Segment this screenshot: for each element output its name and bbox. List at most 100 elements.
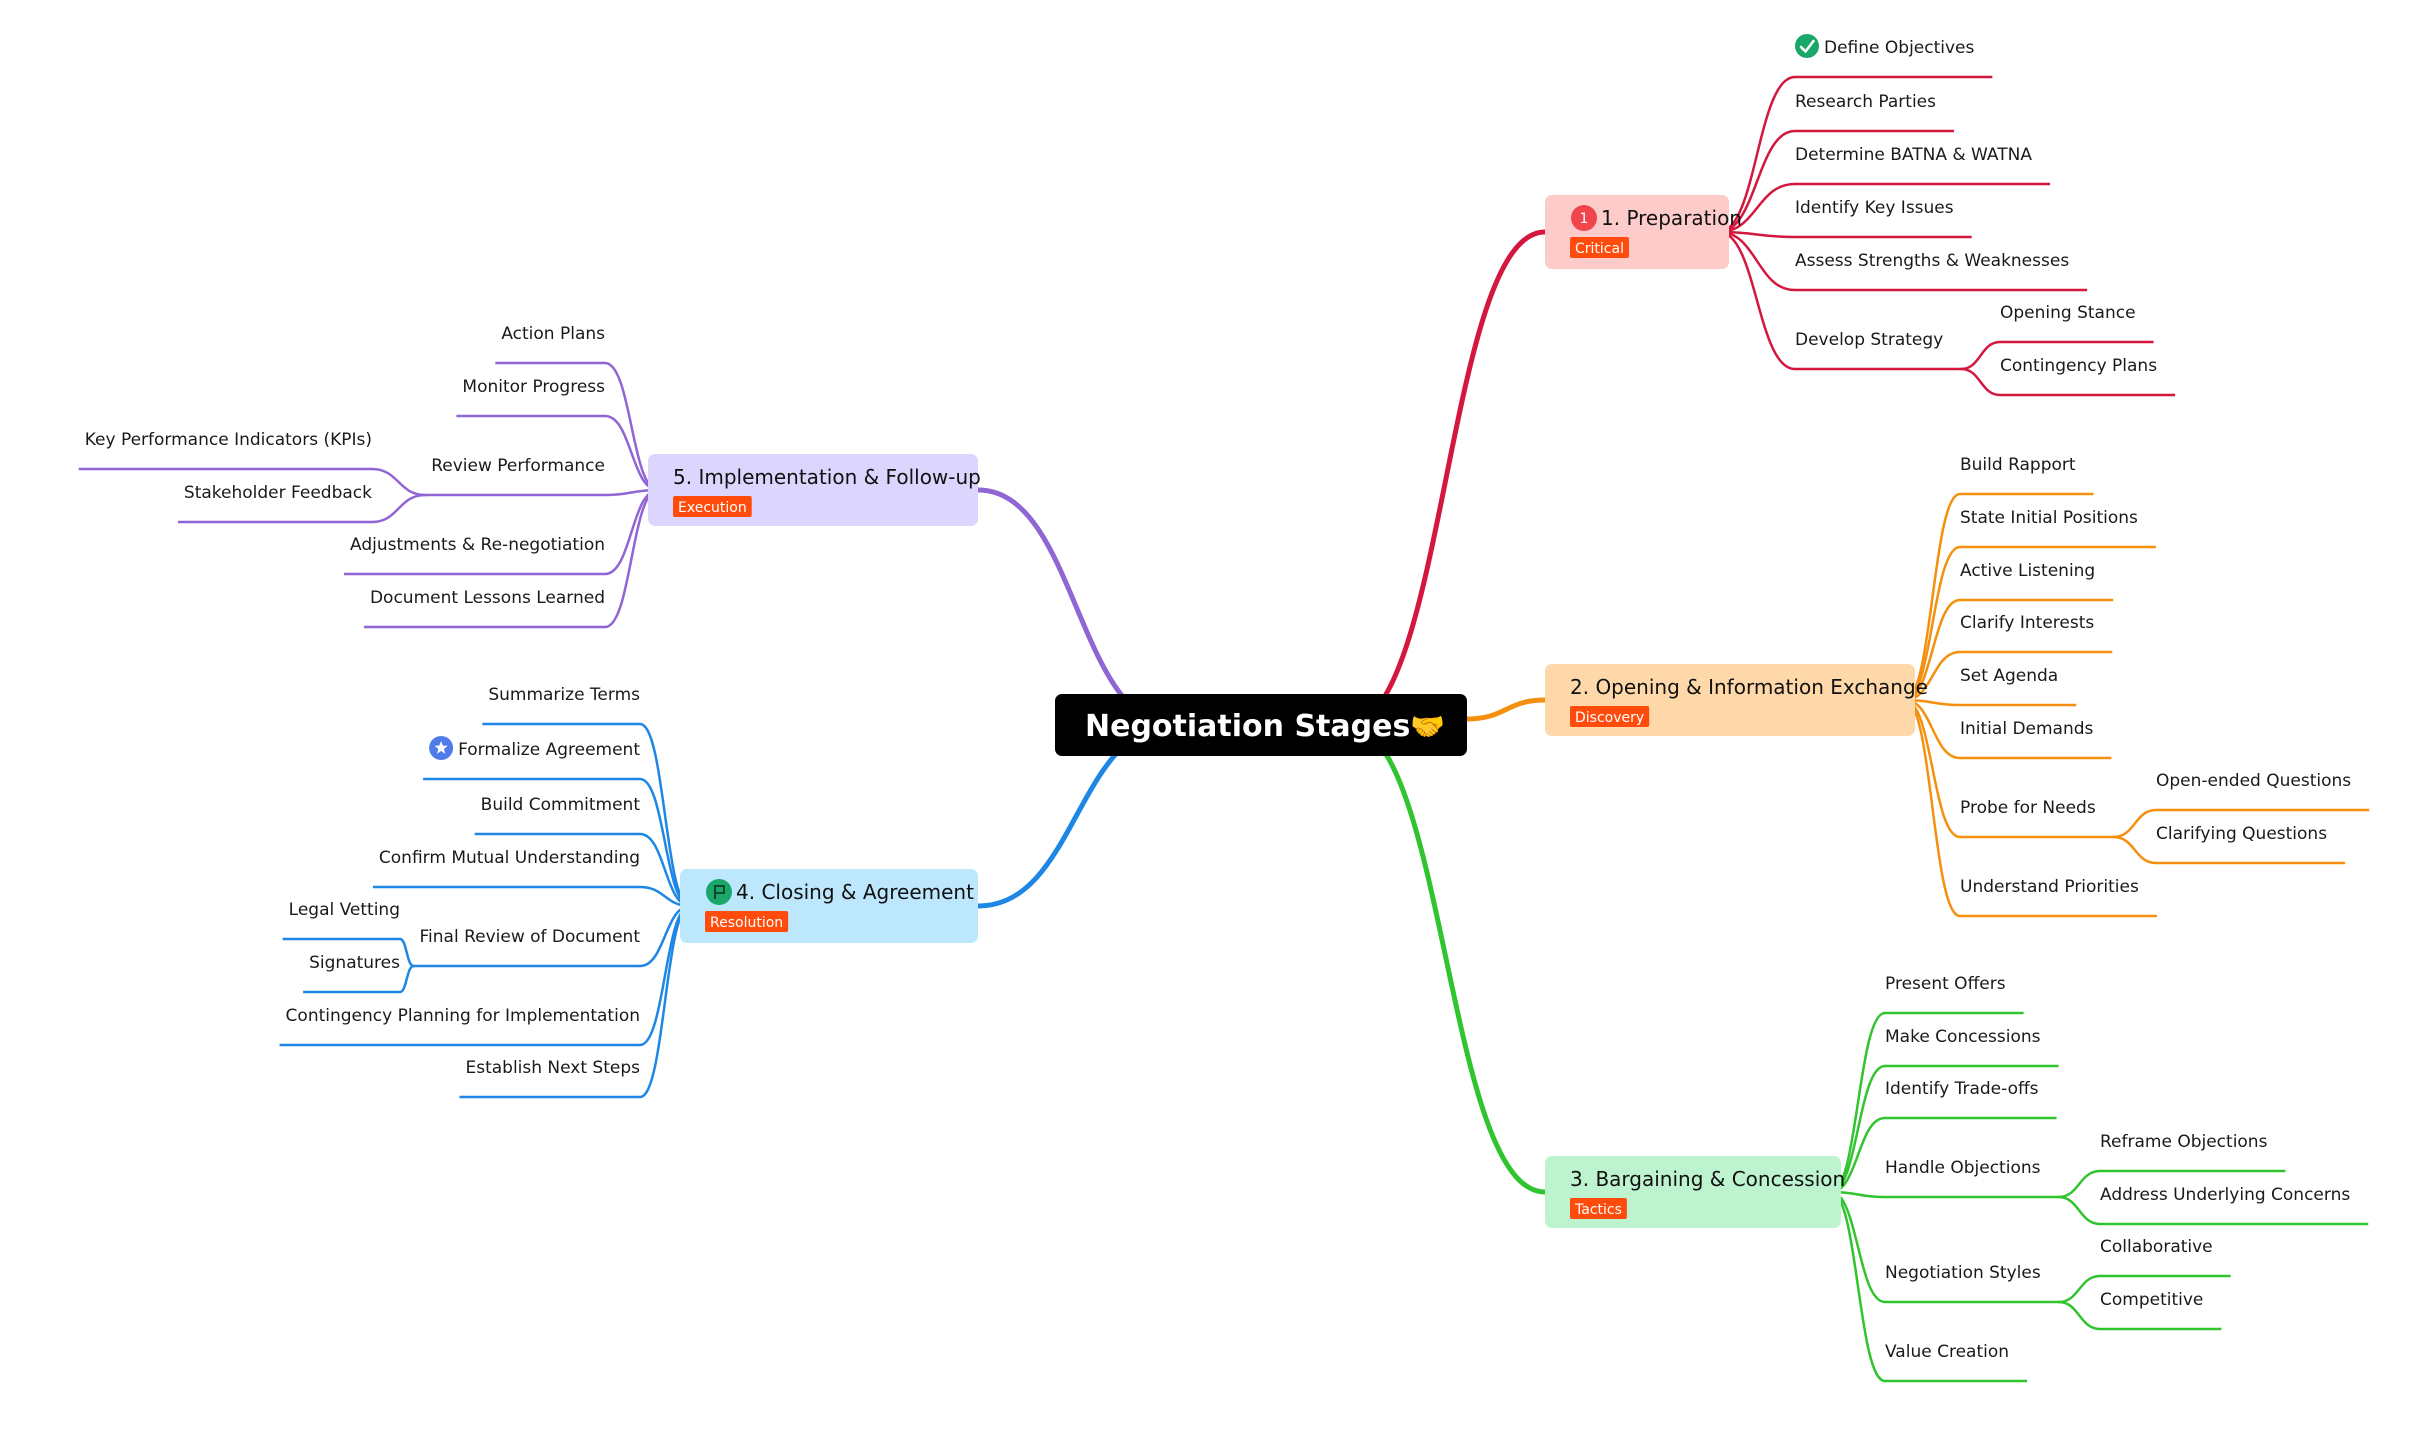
branch-impl: 5. Implementation & Follow-upExecutionAc… (78, 324, 981, 629)
leaf-confirm-mutual-understanding[interactable]: Confirm Mutual Understanding (372, 848, 640, 889)
leaf-identify-trade-offs-label: Identify Trade-offs (1885, 1079, 2039, 1099)
leaf-competitive-label: Competitive (2100, 1290, 2203, 1310)
tag-label-critical: Critical (1575, 241, 1624, 257)
leaf-summarize-terms[interactable]: Summarize Terms (482, 685, 640, 726)
leaf-address-underlying-concerns[interactable]: Address Underlying Concerns (2100, 1185, 2369, 1226)
leaf-establish-next-steps[interactable]: Establish Next Steps (459, 1058, 640, 1099)
leaf-research-parties-label: Research Parties (1795, 92, 1936, 112)
leaf-key-performance-indicators-kpis[interactable]: Key Performance Indicators (KPIs) (78, 430, 372, 471)
leaf-contingency-planning-for-implementation[interactable]: Contingency Planning for Implementation (279, 1006, 640, 1047)
leaf-state-initial-positions-label: State Initial Positions (1960, 508, 2138, 528)
leaf-build-rapport[interactable]: Build Rapport (1960, 455, 2094, 496)
leaf-clarify-interests[interactable]: Clarify Interests (1960, 613, 2113, 654)
priority-badge-icon: 1 (1571, 205, 1597, 231)
leaf-summarize-terms-label: Summarize Terms (488, 685, 640, 705)
leaf-review-performance-label: Review Performance (431, 456, 605, 476)
leaf-set-agenda[interactable]: Set Agenda (1960, 666, 2077, 707)
leaf-research-parties[interactable]: Research Parties (1795, 92, 1954, 133)
leaf-identify-trade-offs[interactable]: Identify Trade-offs (1885, 1079, 2057, 1120)
leaf-document-lessons-learned[interactable]: Document Lessons Learned (363, 588, 605, 629)
leaf-value-creation[interactable]: Value Creation (1885, 1342, 2028, 1383)
tag-execution (673, 496, 752, 517)
leaf-make-concessions[interactable]: Make Concessions (1885, 1027, 2059, 1068)
edge-address-underlying-concerns (2057, 1195, 2102, 1226)
edge-root-barg (1344, 722, 1548, 1195)
tag-discovery (1570, 706, 1650, 727)
leaf-value-creation-label: Value Creation (1885, 1342, 2009, 1362)
leaf-define-objectives[interactable]: Define Objectives (1795, 34, 1993, 79)
leaf-clarifying-questions-label: Clarifying Questions (2156, 824, 2327, 844)
leaf-handle-objections[interactable]: Handle Objections (1885, 1158, 2059, 1199)
leaf-opening-stance-label: Opening Stance (2000, 303, 2136, 323)
leaf-review-performance[interactable]: Review Performance (425, 456, 605, 497)
leaf-build-rapport-label: Build Rapport (1960, 455, 2076, 475)
leaf-monitor-progress-label: Monitor Progress (462, 377, 605, 397)
leaf-adjustments-and-re-negotiation[interactable]: Adjustments & Re-negotiation (344, 535, 605, 576)
leaf-assess-strengths-and-weaknesses-label: Assess Strengths & Weaknesses (1795, 251, 2069, 271)
leaf-opening-stance[interactable]: Opening Stance (2000, 303, 2154, 344)
leaf-final-review-of-document-label: Final Review of Document (419, 927, 640, 947)
leaf-develop-strategy-label: Develop Strategy (1795, 330, 1943, 350)
flag-icon (706, 879, 732, 905)
leaf-assess-strengths-and-weaknesses[interactable]: Assess Strengths & Weaknesses (1795, 251, 2088, 292)
leaf-legal-vetting[interactable]: Legal Vetting (282, 900, 400, 941)
edge-opening-stance (1959, 340, 2002, 371)
leaf-monitor-progress[interactable]: Monitor Progress (456, 377, 605, 418)
leaf-contingency-plans[interactable]: Contingency Plans (2000, 356, 2176, 397)
leaf-active-listening[interactable]: Active Listening (1960, 561, 2114, 602)
edge-contingency-plans (1959, 367, 2002, 397)
leaf-clarifying-questions[interactable]: Clarifying Questions (2156, 824, 2346, 865)
leaf-stakeholder-feedback[interactable]: Stakeholder Feedback (177, 483, 372, 524)
leaf-address-underlying-concerns-label: Address Underlying Concerns (2100, 1185, 2350, 1205)
branch-label-close: 4. Closing & Agreement (736, 880, 974, 904)
leaf-initial-demands[interactable]: Initial Demands (1960, 719, 2112, 760)
edge-root-prep (1344, 229, 1548, 728)
leaf-adjustments-and-re-negotiation-label: Adjustments & Re-negotiation (350, 535, 605, 555)
branch-label-open: 2. Opening & Information Exchange (1570, 675, 1928, 699)
leaf-confirm-mutual-understanding-label: Confirm Mutual Understanding (379, 848, 640, 868)
leaf-understand-priorities[interactable]: Understand Priorities (1960, 877, 2157, 918)
leaf-present-offers[interactable]: Present Offers (1885, 974, 2024, 1015)
leaf-set-agenda-label: Set Agenda (1960, 666, 2058, 686)
edge-clarifying-questions (2112, 835, 2158, 865)
tag-label-tactics: Tactics (1574, 1202, 1622, 1218)
edge-research-parties (1717, 129, 1797, 234)
tag-tactics (1570, 1198, 1627, 1219)
leaf-develop-strategy[interactable]: Develop Strategy (1795, 330, 1962, 371)
leaf-competitive[interactable]: Competitive (2100, 1290, 2222, 1331)
leaf-formalize-agreement-label: Formalize Agreement (458, 740, 640, 760)
leaf-reframe-objections[interactable]: Reframe Objections (2100, 1132, 2286, 1173)
branch-label-barg: 3. Bargaining & Concession (1570, 1167, 1845, 1191)
edge-collaborative (2057, 1274, 2102, 1304)
leaf-collaborative-label: Collaborative (2100, 1237, 2213, 1257)
root-node-box (1055, 694, 1467, 756)
leaf-formalize-agreement[interactable]: Formalize Agreement (423, 736, 640, 781)
root-node[interactable]: Negotiation Stages🤝 (1055, 694, 1467, 756)
leaf-signatures[interactable]: Signatures (303, 953, 400, 994)
handshake-icon: 🤝 (1410, 710, 1445, 743)
leaf-document-lessons-learned-label: Document Lessons Learned (370, 588, 605, 608)
leaf-clarify-interests-label: Clarify Interests (1960, 613, 2094, 633)
leaf-final-review-of-document[interactable]: Final Review of Document (413, 927, 640, 968)
edge-competitive (2057, 1300, 2102, 1331)
tag-critical (1570, 237, 1629, 258)
leaf-establish-next-steps-label: Establish Next Steps (465, 1058, 640, 1078)
leaf-open-ended-questions[interactable]: Open-ended Questions (2156, 771, 2370, 812)
leaf-identify-key-issues[interactable]: Identify Key Issues (1795, 198, 1972, 239)
leaf-negotiation-styles[interactable]: Negotiation Styles (1885, 1263, 2059, 1304)
branch-label-prep: 1. Preparation (1601, 206, 1742, 230)
tag-label-discovery: Discovery (1575, 710, 1644, 726)
edge-stakeholder-feedback (370, 493, 427, 524)
leaf-handle-objections-label: Handle Objections (1885, 1158, 2041, 1178)
leaf-probe-for-needs[interactable]: Probe for Needs (1960, 798, 2114, 839)
leaf-signatures-label: Signatures (309, 953, 400, 973)
leaf-build-commitment[interactable]: Build Commitment (474, 795, 641, 836)
leaf-state-initial-positions[interactable]: State Initial Positions (1960, 508, 2156, 549)
leaf-collaborative[interactable]: Collaborative (2100, 1237, 2231, 1278)
leaf-determine-batna-and-watna[interactable]: Determine BATNA & WATNA (1795, 145, 2050, 186)
leaf-make-concessions-label: Make Concessions (1885, 1027, 2041, 1047)
edge-root-open (1464, 697, 1548, 722)
leaf-active-listening-label: Active Listening (1960, 561, 2095, 581)
leaf-action-plans[interactable]: Action Plans (495, 324, 605, 365)
